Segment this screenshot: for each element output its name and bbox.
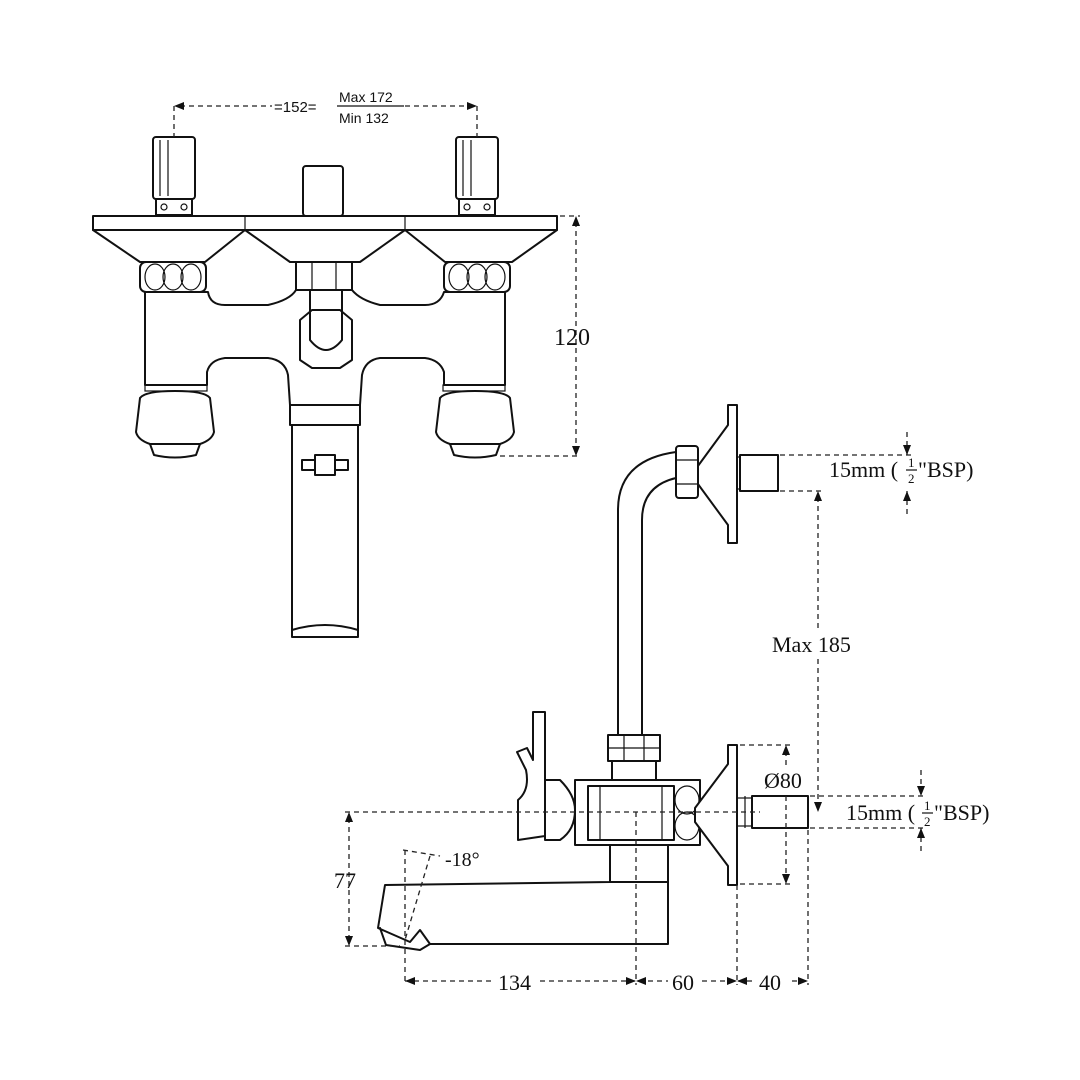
wall-length-label: 40: [759, 970, 781, 995]
lower-bsp-denominator: 2: [924, 814, 931, 829]
upper-bsp-suffix: "BSP): [918, 457, 973, 482]
lower-inlet-label: 15mm (: [846, 800, 915, 825]
front-view: =152= Max 172 Min 132 120: [92, 89, 590, 638]
lower-wall-flange: [694, 744, 738, 886]
vertical-spacing-label: Max 185: [772, 632, 851, 657]
spacing-nominal-label: =152=: [274, 99, 317, 116]
upper-bsp-numerator: 1: [908, 455, 915, 470]
spacing-min-label: Min 132: [339, 110, 389, 126]
height-label: 120: [554, 325, 590, 351]
lower-inlet-pipe: [751, 795, 809, 829]
outlet-height-label: 77: [334, 868, 356, 893]
spacing-max-label: Max 172: [339, 89, 393, 105]
spout-angle-label: -18°: [445, 849, 480, 871]
flange-diameter-label: Ø80: [764, 768, 802, 793]
side-view: 77 -18° 134 60 40 Ø80 Max 185: [334, 404, 995, 995]
upper-bsp-denominator: 2: [908, 471, 915, 486]
spout-length-label: 134: [498, 970, 531, 995]
right-handle: [455, 136, 499, 216]
diverter-knob: [302, 165, 344, 217]
body-length-label: 60: [672, 970, 694, 995]
left-handle: [152, 136, 196, 216]
upper-inlet-label: 15mm (: [829, 457, 898, 482]
upper-inlet-pipe: [739, 454, 779, 492]
deck-plate: [92, 215, 558, 231]
upper-wall-flange: [694, 404, 738, 544]
spout-side: [377, 844, 669, 945]
lever-handle: [516, 711, 546, 841]
body: [144, 289, 506, 406]
lower-bsp-numerator: 1: [924, 798, 931, 813]
lower-bsp-suffix: "BSP): [934, 800, 989, 825]
riser-pipe: [617, 451, 677, 736]
